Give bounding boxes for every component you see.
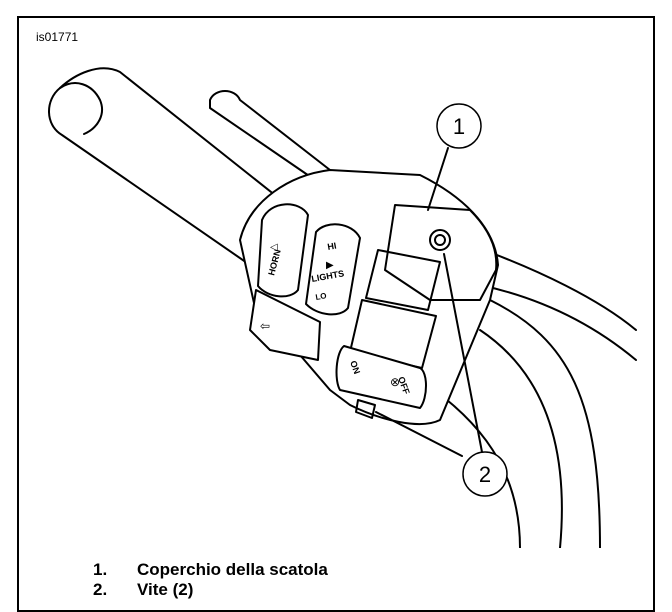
- turn-signal-switch: [249, 289, 321, 361]
- lights-switch: [305, 223, 361, 316]
- legend-item-2-number: 2.: [93, 580, 108, 599]
- callout-1-circle: [436, 103, 482, 149]
- turn-signal-icon: ⇦: [260, 319, 270, 333]
- run-off-icon: ⊗: [390, 375, 400, 389]
- lo-label: LO: [315, 291, 328, 302]
- callout-1-number: 1: [453, 114, 465, 139]
- legend-item-1-text: Coperchio della scatola: [137, 560, 328, 579]
- horn-switch: [257, 203, 309, 298]
- legend-item-1-number: 1.: [93, 560, 108, 579]
- legend-item-1: 1. Coperchio della scatola: [93, 560, 593, 580]
- horn-icon: ◁: [270, 242, 278, 253]
- callout-2-circle: [462, 451, 508, 497]
- handlebar-switch-illustration: 1 2 HORN HI LIGHTS LO ON OFF ◁ ▶ ⇦ ⊗: [48, 67, 637, 548]
- hi-label: HI: [327, 241, 338, 252]
- legend-item-2: 2. Vite (2): [93, 580, 593, 600]
- screw-top: [429, 229, 451, 251]
- run-switch: [335, 345, 427, 409]
- cable-2: [479, 329, 563, 548]
- legend-item-2-text: Vite (2): [137, 580, 194, 599]
- housing-cover: [384, 204, 498, 301]
- cable-1: [489, 299, 601, 548]
- callout-2-number: 2: [479, 462, 491, 487]
- figure-id: is01771: [36, 30, 79, 44]
- headlamp-icon: ▶: [326, 260, 334, 271]
- on-label: ON: [348, 359, 362, 375]
